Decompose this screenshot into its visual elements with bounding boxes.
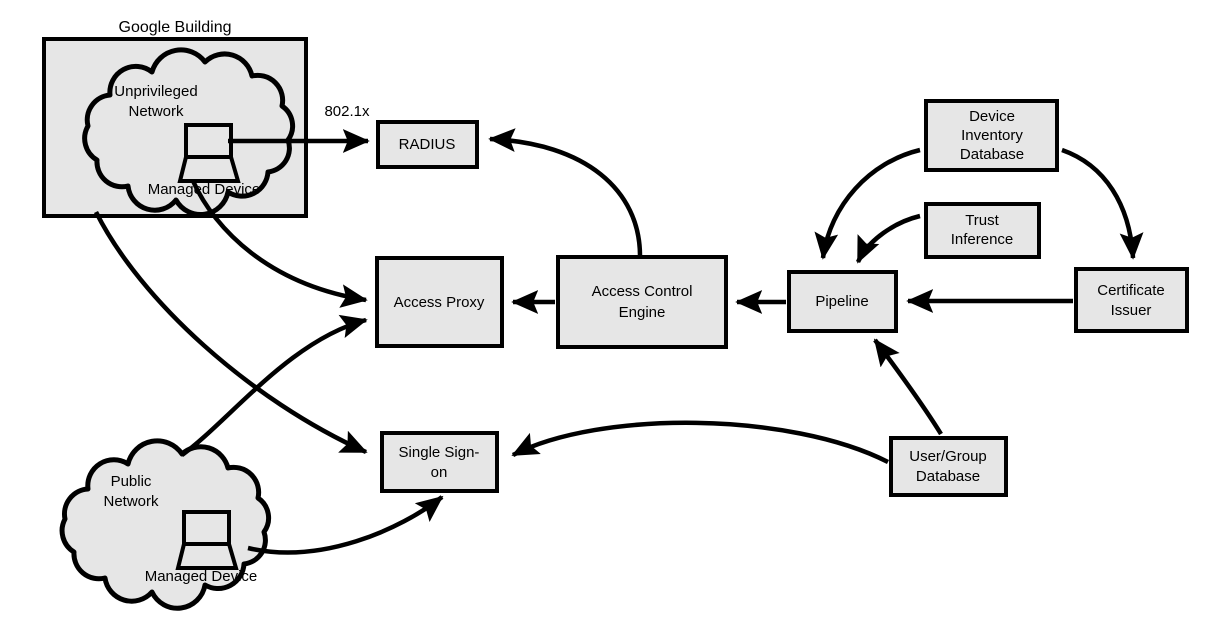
google-building-label: Google Building [119,19,232,36]
node-pipeline-label: Pipeline [815,293,868,310]
node-radius[interactable]: RADIUS [376,120,479,169]
laptop-icon [175,510,239,570]
node-access-proxy[interactable]: Access Proxy [375,256,504,348]
node-trust-inference-line1: Trust [965,212,999,229]
node-user-group-database[interactable]: User/Group Database [889,436,1008,497]
node-device-inventory-database[interactable]: Device Inventory Database [924,99,1059,172]
node-user-group-line2: Database [916,468,980,485]
unprivileged-managed-device-label: Managed Device [148,181,261,198]
node-device-inventory-line2: Inventory [961,127,1023,144]
node-certificate-issuer-line1: Certificate [1097,282,1165,299]
node-certificate-issuer[interactable]: Certificate Issuer [1074,267,1189,333]
edge-ace-to-radius [488,128,643,257]
node-radius-label: RADIUS [399,136,456,153]
edge-label-802-1x: 802.1x [324,103,370,120]
edge-user-group-to-pipeline [873,338,943,436]
node-access-control-engine-line2: Engine [619,304,666,321]
edge-unpriv-to-access-proxy [190,180,368,308]
edge-trust-inference-to-pipeline [855,213,921,264]
node-pipeline[interactable]: Pipeline [787,270,898,333]
node-access-control-engine-line1: Access Control [592,283,693,300]
public-network-line1: Public [111,473,152,490]
unprivileged-network-line2: Network [128,103,184,120]
edge-user-group-to-single-sign-on [511,420,890,465]
node-single-sign-on[interactable]: Single Sign- on [380,431,499,493]
node-single-sign-on-line1: Single Sign- [399,444,480,461]
node-access-control-engine[interactable]: Access Control Engine [556,255,728,349]
node-certificate-issuer-line2: Issuer [1111,302,1152,319]
node-device-inventory-line1: Device [969,108,1015,125]
edge-device-inventory-to-certificate-issuer [1061,147,1144,260]
node-device-inventory-line3: Database [960,146,1024,163]
edge-public-to-access-proxy [180,314,368,457]
node-access-proxy-label: Access Proxy [394,294,485,311]
public-network-line2: Network [103,493,159,510]
edge-public-to-single-sign-on [247,495,444,555]
node-user-group-line1: User/Group [909,448,987,465]
node-single-sign-on-line2: on [431,464,448,481]
public-network-cloud: Public Network Managed Device [59,438,272,611]
node-trust-inference-line2: Inference [951,231,1014,248]
public-managed-device-label: Managed Device [145,568,258,585]
unprivileged-network-line1: Unprivileged [114,83,197,100]
edge-device-inventory-to-pipeline [814,147,921,260]
node-trust-inference[interactable]: Trust Inference [924,202,1041,259]
cloud-outline [82,47,296,218]
edge-unpriv-to-single-sign-on [93,210,368,455]
